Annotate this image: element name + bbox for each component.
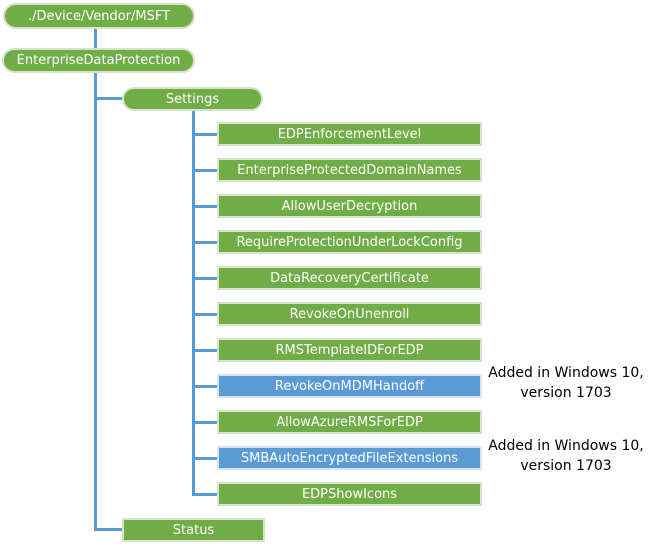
annotation-line: Added in Windows 10, xyxy=(488,365,644,381)
node-rms-template-id-for-edp: RMSTemplateIDForEDP xyxy=(217,338,482,362)
node-status: Status xyxy=(122,518,265,542)
node-allow-azure-rms-for-edp: AllowAzureRMSForEDP xyxy=(217,410,482,434)
node-data-recovery-certificate: DataRecoveryCertificate xyxy=(217,266,482,290)
connector-branch-child-3 xyxy=(192,241,217,244)
connector-branch-child-5 xyxy=(192,313,217,316)
node-require-protection-under-lock-config: RequireProtectionUnderLockConfig xyxy=(217,230,482,254)
connector-branch-child-4 xyxy=(192,277,217,280)
node-allow-user-decryption: AllowUserDecryption xyxy=(217,194,482,218)
node-enterprise-data-protection: EnterpriseDataProtection xyxy=(2,48,195,73)
annotation-line: version 1703 xyxy=(520,458,612,474)
node-device-vendor-msft: ./Device/Vendor/MSFT xyxy=(3,3,195,29)
connector-settings-trunk xyxy=(192,111,195,496)
connector-branch-child-9 xyxy=(192,457,217,460)
connector-main-trunk xyxy=(94,73,97,531)
connector-branch-child-1 xyxy=(192,169,217,172)
connector-branch-child-0 xyxy=(192,133,217,136)
connector-branch-child-2 xyxy=(192,205,217,208)
connector-branch-status xyxy=(94,528,122,531)
connector-root-to-provider xyxy=(94,29,97,48)
node-revoke-on-unenroll: RevokeOnUnenroll xyxy=(217,302,482,326)
connector-branch-child-10 xyxy=(192,493,217,496)
connector-branch-child-8 xyxy=(192,421,217,424)
node-edp-show-icons: EDPShowIcons xyxy=(217,482,482,506)
node-settings: Settings xyxy=(122,87,263,111)
node-revoke-on-mdm-handoff: RevokeOnMDMHandoff xyxy=(217,374,482,398)
node-edp-enforcement-level: EDPEnforcementLevel xyxy=(217,122,482,146)
annotation-line: version 1703 xyxy=(520,385,612,401)
connector-branch-settings xyxy=(94,97,122,100)
annotation-smb-auto-encrypted-file-extensions: Added in Windows 10, version 1703 xyxy=(483,436,649,476)
connector-branch-child-7 xyxy=(192,385,217,388)
connector-branch-child-6 xyxy=(192,349,217,352)
annotation-revoke-on-mdm-handoff: Added in Windows 10, version 1703 xyxy=(483,363,649,403)
node-enterprise-protected-domain-names: EnterpriseProtectedDomainNames xyxy=(217,158,482,182)
node-smb-auto-encrypted-file-extensions: SMBAutoEncryptedFileExtensions xyxy=(217,446,482,470)
annotation-line: Added in Windows 10, xyxy=(488,438,644,454)
